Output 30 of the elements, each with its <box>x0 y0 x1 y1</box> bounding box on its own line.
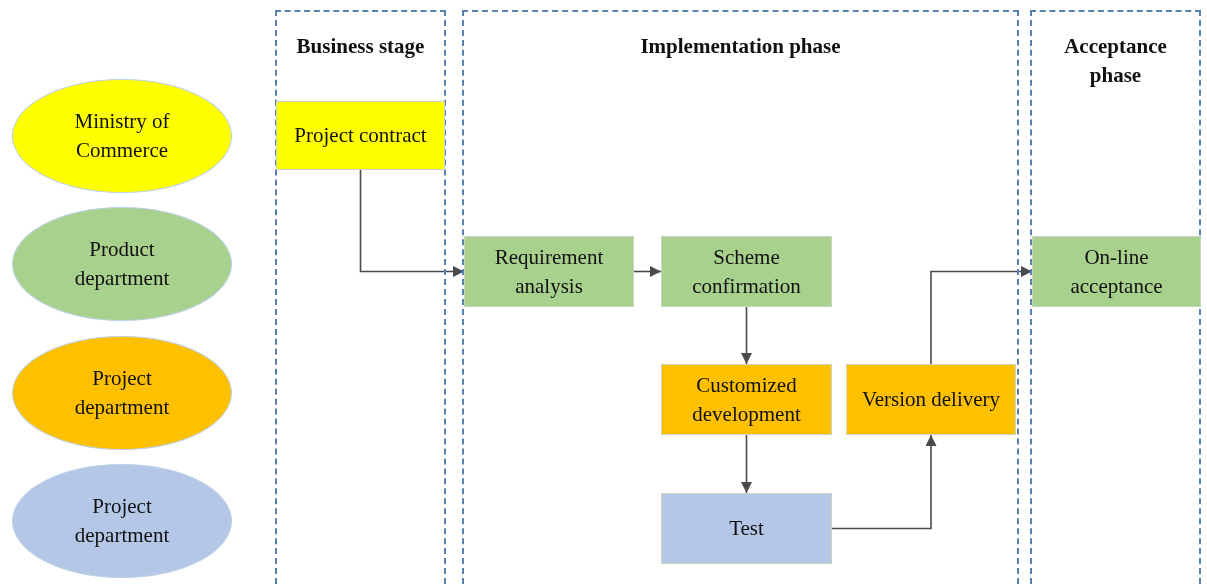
node-label: On-line acceptance <box>1069 243 1164 300</box>
process-box <box>276 101 445 170</box>
lane-heading: Business stage <box>295 33 426 60</box>
node-label: Project contract <box>293 122 428 149</box>
node-label: Product department <box>73 236 171 292</box>
process-box <box>661 493 832 564</box>
process-box <box>846 364 1016 435</box>
process-box <box>1032 236 1201 307</box>
arrow <box>633 266 662 277</box>
lane-heading: Implementation phase <box>639 33 842 60</box>
node-label: Requirement analysis <box>493 243 605 300</box>
swimlane <box>1030 10 1201 584</box>
process-box <box>661 364 832 435</box>
swimlane <box>275 10 446 584</box>
process-box <box>464 236 634 307</box>
node-label: Ministry of Commerce <box>73 108 171 164</box>
arrow <box>831 434 937 530</box>
node-label: Customized development <box>691 371 802 428</box>
lane-heading: Acceptance phase <box>1063 33 1168 89</box>
arrow <box>359 169 465 277</box>
swimlane <box>462 10 1019 584</box>
node-label: Version delivery <box>860 386 1002 413</box>
node-label: Scheme confirmation <box>691 243 802 300</box>
arrow <box>741 306 752 365</box>
arrow <box>930 266 1033 365</box>
node-label: Project department <box>73 365 171 421</box>
process-box <box>661 236 832 307</box>
node-label: Project department <box>73 493 171 549</box>
node-label: Test <box>728 515 765 542</box>
arrow <box>741 434 752 494</box>
